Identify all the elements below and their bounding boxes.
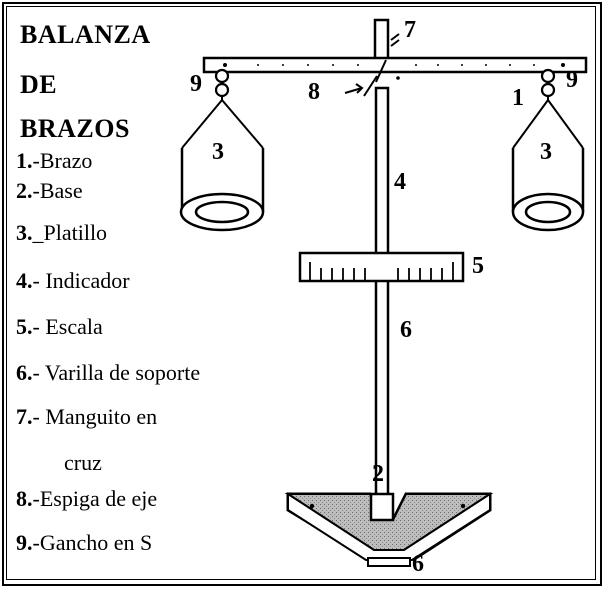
left-hook xyxy=(214,68,230,100)
pivot-pin xyxy=(344,59,400,97)
legend-num: 3. xyxy=(16,220,33,245)
label-sleeve: 7 xyxy=(404,17,416,43)
label-hook-left: 9 xyxy=(190,71,202,97)
legend-num: 8. xyxy=(16,486,33,511)
label-arm: 1 xyxy=(512,85,524,111)
label-pan-left: 3 xyxy=(212,139,224,165)
legend-num: 9. xyxy=(16,530,33,555)
title-line-2: DE xyxy=(20,70,58,99)
label-base: 2 xyxy=(372,461,384,487)
legend-num: 5. xyxy=(16,314,33,339)
legend-item-brazo: 1.-Brazo xyxy=(16,150,92,172)
legend-num: 6. xyxy=(16,360,33,385)
legend-text: - Varilla de soporte xyxy=(32,360,201,385)
legend-item-cruz: cruz xyxy=(64,452,102,474)
legend-num: 1. xyxy=(16,148,33,173)
scale xyxy=(298,251,465,283)
beam-arm xyxy=(202,56,588,74)
label-scale: 5 xyxy=(472,253,484,279)
inner-frame xyxy=(6,6,596,580)
legend-text: - Indicador xyxy=(32,268,130,293)
label-rod: 6 xyxy=(400,317,412,343)
title-line-1: BALANZA xyxy=(20,20,151,49)
legend-text: -Gancho en S xyxy=(32,530,153,555)
legend-num: 4. xyxy=(16,268,33,293)
support-rod xyxy=(369,86,395,522)
label-indicator: 4 xyxy=(394,169,406,195)
title-line-3: BRAZOS xyxy=(20,114,130,143)
legend-item-base: 2.-Base xyxy=(16,180,83,202)
legend-item-gancho: 9.-Gancho en S xyxy=(16,532,152,554)
legend-item-escala: 5.- Escala xyxy=(16,316,103,338)
legend-item-espiga: 8.-Espiga de eje xyxy=(16,488,157,510)
legend-text: - Manguito en xyxy=(32,404,158,429)
legend-text: -Espiga de eje xyxy=(32,486,158,511)
legend-num: 7. xyxy=(16,404,33,429)
legend-item-varilla: 6.- Varilla de soporte xyxy=(16,362,200,384)
legend-text: -Brazo xyxy=(32,148,93,173)
legend-item-manguito: 7.- Manguito en xyxy=(16,406,157,428)
legend-item-indicador: 4.- Indicador xyxy=(16,270,130,292)
legend-item-platillo: 3._Platillo xyxy=(16,222,107,244)
right-pan xyxy=(511,99,585,232)
label-pivot: 8 xyxy=(308,79,320,105)
legend-text: cruz xyxy=(64,450,102,475)
right-hook xyxy=(540,68,556,100)
legend-text: -Base xyxy=(32,178,83,203)
label-base-foot: 6 xyxy=(412,551,424,577)
left-pan xyxy=(179,99,265,232)
legend-text: _Platillo xyxy=(32,220,108,245)
legend-text: - Escala xyxy=(32,314,103,339)
label-pan-right: 3 xyxy=(540,139,552,165)
label-hook-right: 9 xyxy=(566,67,578,93)
legend-num: 2. xyxy=(16,178,33,203)
